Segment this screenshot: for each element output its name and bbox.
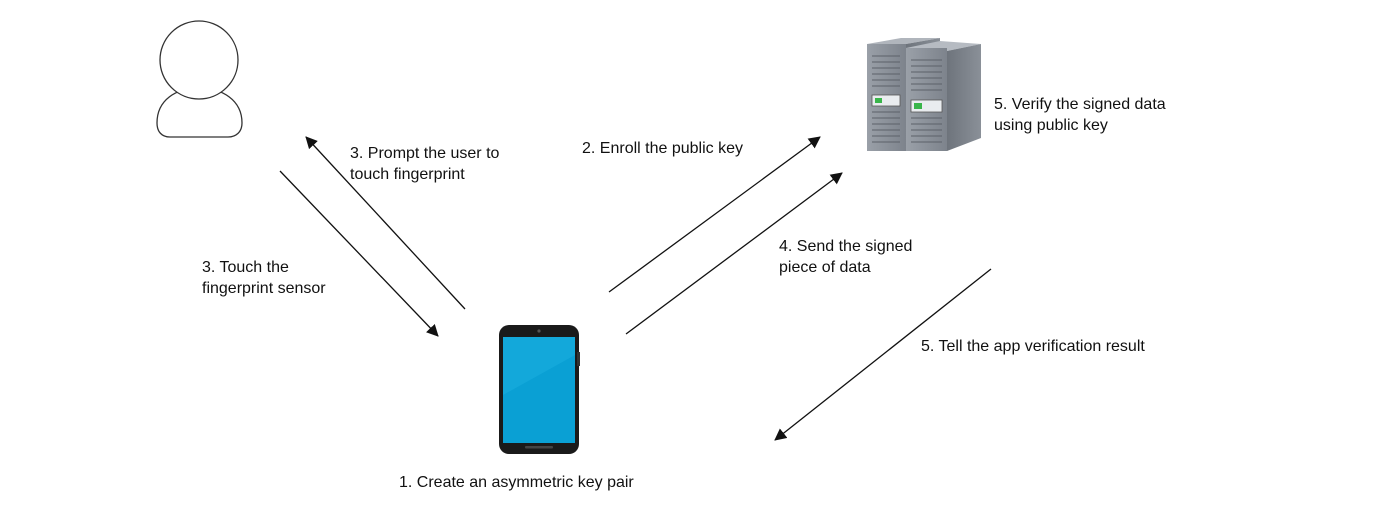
smartphone-icon	[499, 325, 580, 454]
user-icon	[156, 20, 243, 138]
server-icon	[867, 38, 981, 151]
label-tell-result: 5. Tell the app verification result	[921, 338, 1145, 355]
label-send-signed: 4. Send the signed piece of data	[779, 238, 913, 276]
arrow-touch-sensor	[279, 170, 439, 337]
label-create-key-pair: 1. Create an asymmetric key pair	[399, 474, 634, 491]
label-verify-signed: 5. Verify the signed data using public k…	[994, 96, 1166, 134]
arrow-prompt-user	[305, 136, 466, 310]
arrow-tell-result	[774, 268, 992, 441]
arrow-enroll-public-key	[608, 136, 821, 293]
label-prompt-user: 3. Prompt the user to touch fingerprint	[350, 145, 500, 183]
label-touch-sensor: 3. Touch the fingerprint sensor	[202, 259, 326, 297]
arrow-send-signed-data	[625, 172, 843, 335]
label-enroll-public-key: 2. Enroll the public key	[582, 140, 743, 157]
